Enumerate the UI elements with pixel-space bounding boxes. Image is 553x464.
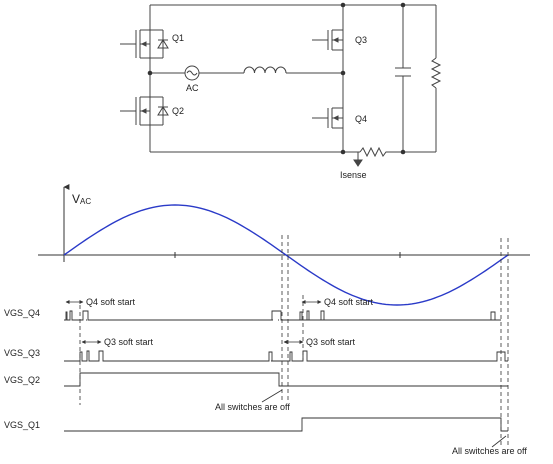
capacitor-icon: [395, 67, 411, 80]
mosfet-q3-icon: [312, 29, 343, 51]
mosfet-q2-icon: [120, 96, 169, 126]
q2-label: Q2: [172, 106, 184, 116]
q1-label: Q1: [172, 33, 184, 43]
vgs-q4-label: VGS_Q4: [4, 308, 40, 318]
ac-label: AC: [186, 83, 199, 93]
circuit-schematic: [149, 4, 437, 153]
q3-soft-start-label-2: Q3 soft start: [306, 337, 356, 347]
vgs-q4-trace: [64, 310, 501, 321]
sense-resistor-icon: [359, 146, 388, 158]
q4-soft-start-label-2: Q4 soft start: [324, 297, 374, 307]
mosfet-q4-icon: [312, 107, 343, 129]
load-resistor-icon: [430, 57, 442, 89]
all-switches-off-label-1: All switches are off: [215, 402, 290, 412]
q4-label: Q4: [355, 114, 367, 124]
vgs-q1-label: VGS_Q1: [4, 420, 40, 430]
circuit-nodes: [147, 2, 406, 155]
q4-soft-start-label-1: Q4 soft start: [86, 297, 136, 307]
q3-soft-start-label-1: Q3 soft start: [104, 337, 154, 347]
vgs-q2-trace: [64, 372, 508, 387]
isense-arrow-icon: [353, 152, 363, 167]
vac-label: VAC: [72, 192, 91, 206]
q3-label: Q3: [355, 35, 367, 45]
inductor-icon: [243, 66, 287, 74]
vac-axes: [38, 184, 530, 262]
all-off-arrow-1: [261, 389, 283, 403]
mosfet-q1-icon: [120, 29, 169, 59]
all-switches-off-label-2: All switches are off: [452, 446, 527, 456]
isense-label: Isense: [340, 170, 367, 180]
vac-sine-wave: [63, 204, 509, 306]
vgs-q3-label: VGS_Q3: [4, 348, 40, 358]
ac-source-icon: [184, 65, 200, 81]
vgs-q1-trace: [64, 417, 508, 432]
all-off-arrow-2: [491, 435, 507, 448]
vgs-q2-label: VGS_Q2: [4, 375, 40, 385]
vgs-q3-trace: [64, 350, 508, 362]
